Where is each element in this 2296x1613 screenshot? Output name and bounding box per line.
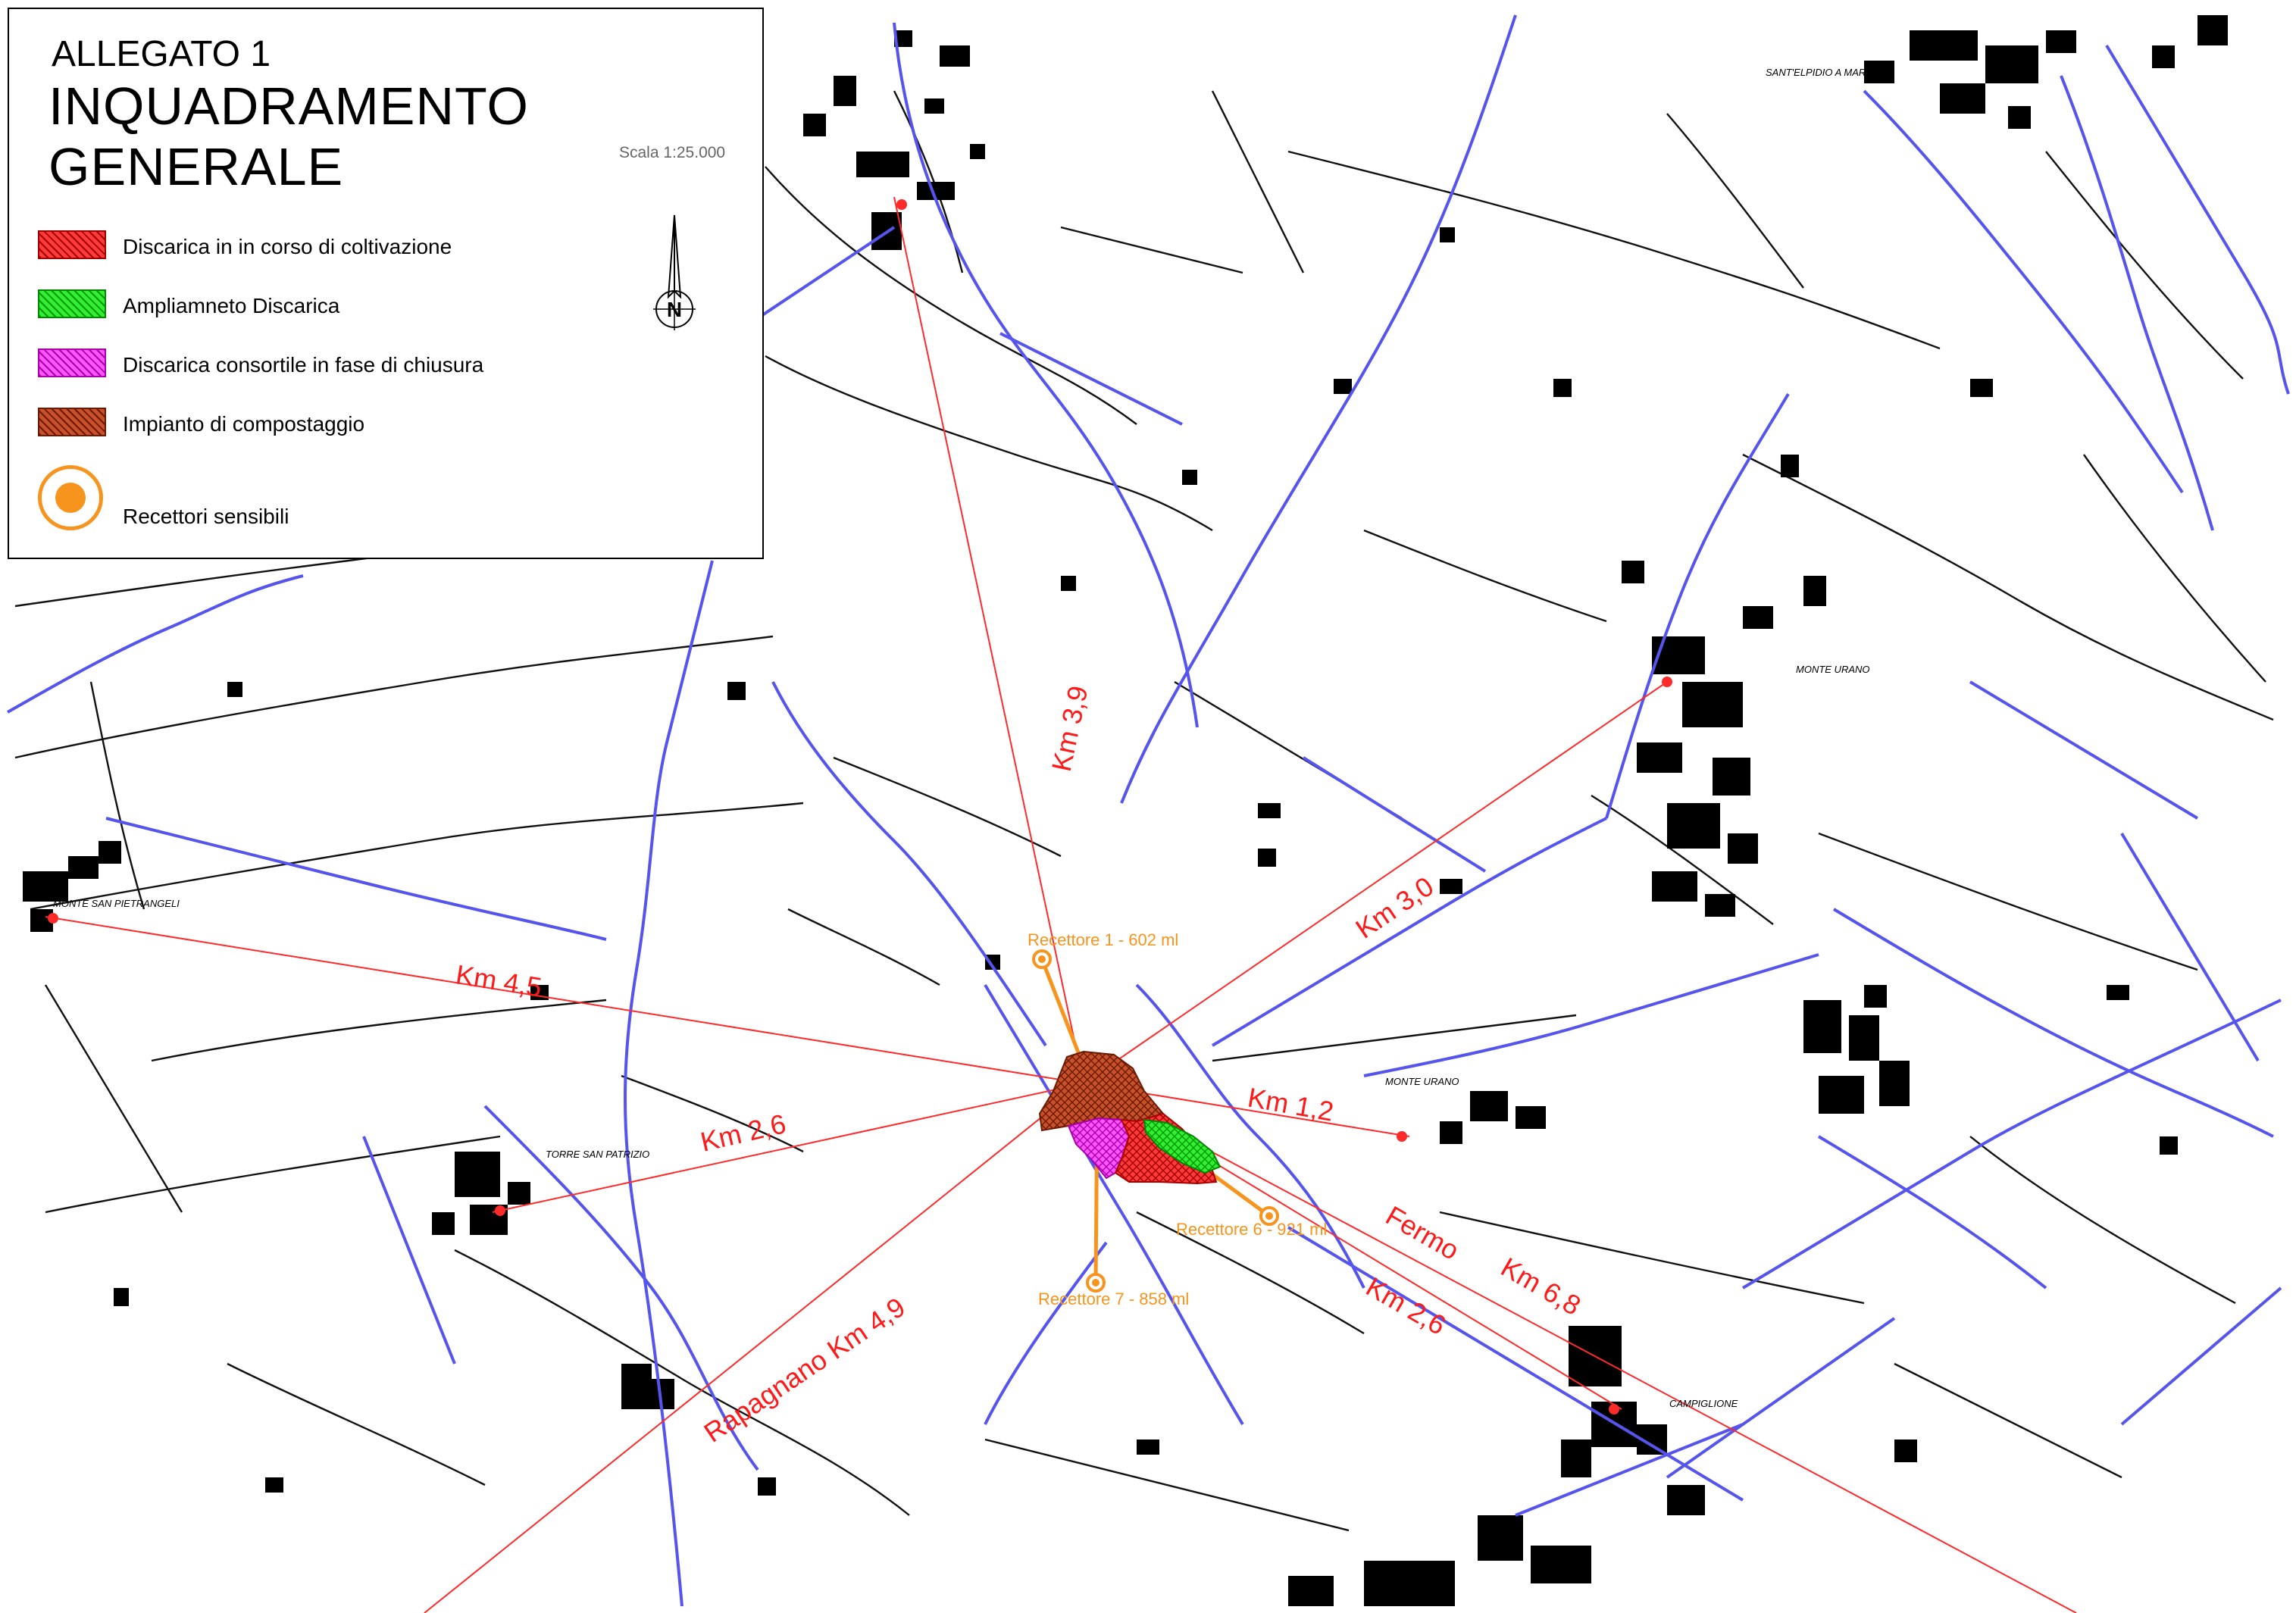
legend-label: Recettori sensibili (123, 505, 289, 528)
receptor-icon (38, 465, 103, 530)
legend-label: Ampliamneto Discarica (123, 294, 340, 317)
closing-landfill-swatch (38, 349, 106, 377)
legend-label: Discarica consortile in fase di chiusura (123, 353, 484, 377)
distance-label-rapagnano: Rapagnano Km 4,9 (699, 1291, 911, 1448)
receptor-labels: Recettore 1 - 602 ml Recettore 6 - 921 m… (1028, 930, 1327, 1308)
place-campiglione: CAMPIGLIONE (1669, 1398, 1738, 1409)
receptor-6-label: Recettore 6 - 921 ml (1176, 1220, 1327, 1239)
compost-swatch (38, 408, 106, 436)
legend-title: INQUADRAMENTO GENERALE (48, 77, 529, 196)
landfill-site[interactable] (1038, 1050, 1222, 1185)
landfill-expansion-area[interactable] (1143, 1118, 1222, 1174)
distance-label-southeast: Km 2,6 (1361, 1271, 1451, 1341)
receptor-1-label: Recettore 1 - 602 ml (1028, 930, 1178, 949)
legend-label: Impianto di compostaggio (123, 412, 365, 436)
distance-label-east: Km 1,2 (1246, 1082, 1336, 1127)
receptor-dot (55, 483, 86, 513)
place-monte-urano: MONTE URANO (1385, 1076, 1459, 1087)
receptors (1032, 949, 1279, 1293)
town-markers (48, 199, 1672, 1415)
distance-label-north: Km 3,9 (1046, 683, 1094, 774)
secondary-roads (14, 90, 2274, 1532)
receptor-7-label: Recettore 7 - 858 ml (1038, 1289, 1189, 1308)
north-arrow-icon: N (653, 214, 696, 330)
expansion-swatch (38, 289, 106, 318)
receptor-1-marker[interactable] (1032, 949, 1052, 969)
place-monte-san-pietrangeli: MONTE SAN PIETRANGELI (53, 898, 180, 909)
legend-subtitle: ALLEGATO 1 (52, 34, 271, 74)
building-clusters (23, 15, 2228, 1606)
main-roads (7, 14, 2290, 1607)
place-torre-san-patrizio: TORRE SAN PATRIZIO (546, 1149, 649, 1160)
distance-label-west: Km 4,5 (454, 958, 544, 1002)
distance-label-fermo: Fermo (1381, 1199, 1465, 1266)
active-landfill-swatch (38, 230, 106, 259)
place-labels: SANT'ELPIDIO A MARE MONTE URANO MONTE UR… (53, 67, 1872, 1409)
receptor-6-marker[interactable] (1259, 1206, 1279, 1226)
north-label: N (667, 298, 682, 321)
place-sant-elpidio: SANT'ELPIDIO A MARE (1766, 67, 1872, 78)
legend-label: Discarica in in corso di coltivazione (123, 235, 452, 258)
distance-label-northeast: Km 3,0 (1350, 871, 1439, 945)
receptor-7-marker[interactable] (1086, 1273, 1106, 1293)
legend-panel: ALLEGATO 1 INQUADRAMENTO GENERALE Scala … (8, 8, 764, 559)
place-monte-urano-north: MONTE URANO (1796, 664, 1870, 675)
map-scale: Scala 1:25.000 (619, 144, 726, 161)
